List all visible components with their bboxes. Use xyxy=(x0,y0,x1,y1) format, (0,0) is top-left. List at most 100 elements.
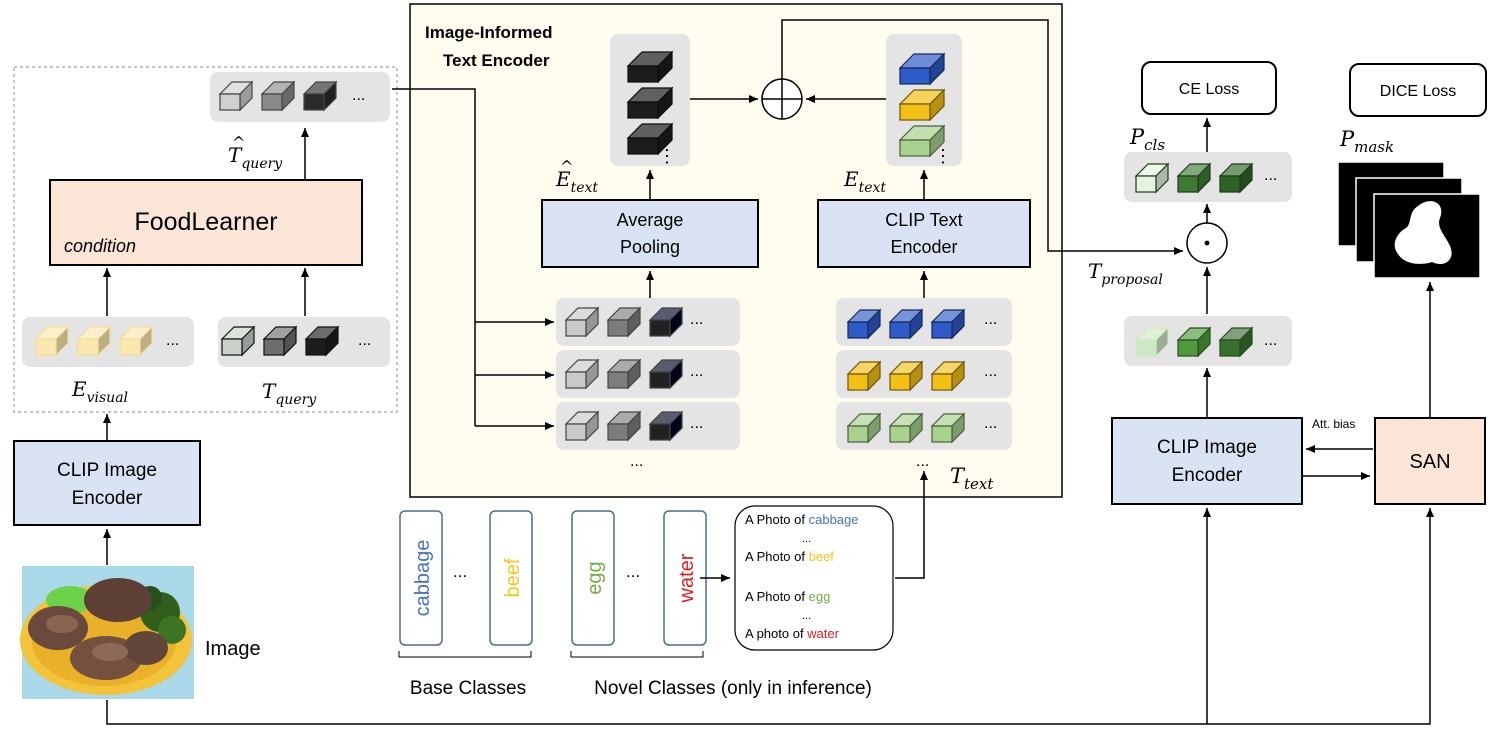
t-query-hat-token-light xyxy=(218,80,254,112)
class-cabbage-label: cabbage xyxy=(412,540,434,617)
e-visual-token-0 xyxy=(34,325,70,357)
text-token-ellipsis-0: ... xyxy=(984,311,997,328)
prompt-beef: A Photo of beef xyxy=(745,549,834,564)
prompt-egg: A Photo of egg xyxy=(745,589,830,604)
e-text-hat-token-1 xyxy=(626,86,674,120)
symbol-e-text-hat-hat: ^ xyxy=(560,157,573,176)
clip-text-encoder-line1: CLIP Text xyxy=(885,210,962,230)
t-query-hat-ellipsis: ... xyxy=(352,87,365,104)
text-token-ellipsis-1: ... xyxy=(984,363,997,380)
prompt-dots-1: ... xyxy=(802,533,811,545)
dice-loss-box xyxy=(1349,63,1487,117)
token-row-t-query-hat xyxy=(210,72,390,122)
e-visual-ellipsis: ... xyxy=(166,332,179,349)
att-bias-label: Att. bias xyxy=(1312,417,1355,431)
symbol-t-text: Ttext xyxy=(950,464,994,493)
pool-input-more: ... xyxy=(630,453,643,470)
pool-input-1-light xyxy=(564,358,600,390)
token-row-t-query xyxy=(218,317,390,367)
foodlearner-box xyxy=(49,179,363,266)
ce-loss-label: CE Loss xyxy=(1179,81,1239,98)
pool-input-ellipsis-1: ... xyxy=(690,363,703,380)
base-classes-bracket xyxy=(398,651,532,658)
text-token-1-1 xyxy=(888,360,924,392)
p-cls-token-dark xyxy=(1218,162,1254,194)
t-query-ellipsis: ... xyxy=(358,332,371,349)
t-query-hat-token-mid xyxy=(260,80,296,112)
e-text-vdots: ⋮ xyxy=(934,146,952,166)
prompt-water: A photo of water xyxy=(745,626,840,641)
clip-image-encoder-left-line2: Encoder xyxy=(72,488,143,509)
symbol-p-mask: Pmask xyxy=(1339,127,1394,156)
clip-image-encoder-right xyxy=(1111,417,1303,505)
symbol-t-proposal: Tproposal xyxy=(1088,259,1163,288)
clip-image-encoder-right-line1: CLIP Image xyxy=(1157,437,1257,458)
text-token-2-0 xyxy=(846,412,882,444)
text-token-ellipsis-2: ... xyxy=(984,415,997,432)
mask-shape xyxy=(1394,201,1452,265)
average-pooling-line1: Average xyxy=(617,210,684,230)
food-image xyxy=(20,566,194,699)
foodlearner-title: FoodLearner xyxy=(134,208,277,236)
pool-input-ellipsis-2: ... xyxy=(690,415,703,432)
class-cards: cabbage beef egg water...... xyxy=(399,510,707,646)
san-label: SAN xyxy=(1409,451,1450,473)
average-pooling-line2: Pooling xyxy=(620,237,680,257)
symbol-e-text-hat: Etext xyxy=(555,167,598,196)
class-water-label: water xyxy=(676,553,698,603)
proposal-token-dark xyxy=(1218,326,1254,358)
symbol-e-text: Etext xyxy=(843,167,886,196)
connectors xyxy=(103,19,1434,725)
e-text-hat-token-0 xyxy=(626,50,674,84)
novel-classes-bracket xyxy=(570,651,704,658)
pool-input-0-dark xyxy=(648,306,684,338)
e-text-hat-vdots: ⋮ xyxy=(658,146,676,166)
class-cabbage-card xyxy=(399,510,443,646)
proposal-token-mid xyxy=(1176,326,1212,358)
symbol-p-cls: Pcls xyxy=(1129,125,1165,154)
t-query-token-light xyxy=(220,325,256,357)
mask-stack xyxy=(1337,161,1481,279)
text-token-more: ... xyxy=(916,453,929,470)
clip-image-encoder-left-line1: CLIP Image xyxy=(57,460,157,481)
clip-text-encoder-line2: Encoder xyxy=(890,237,957,257)
class-egg-label: egg xyxy=(584,561,606,594)
proposal-ellipsis: ... xyxy=(1264,332,1277,349)
pool-input-2-dark xyxy=(648,410,684,442)
p-cls-ellipsis: ... xyxy=(1264,167,1277,184)
symbol-t-query-hat-hat: ^ xyxy=(232,133,245,152)
p-cls-token-light xyxy=(1134,162,1170,194)
proposal-token-light xyxy=(1134,326,1170,358)
foodlearner-region xyxy=(13,66,398,413)
e-text-hat-token-2 xyxy=(626,122,674,156)
image-label: Image xyxy=(205,638,261,660)
text-token-0-1 xyxy=(888,308,924,340)
symbol-t-query-hat: Tquery xyxy=(228,143,283,172)
pool-input-0-mid xyxy=(606,306,642,338)
t-query-token-dark xyxy=(304,325,340,357)
average-pooling-box xyxy=(541,199,759,268)
ce-loss-box xyxy=(1141,61,1277,115)
pool-input-2-mid xyxy=(606,410,642,442)
san-box xyxy=(1374,417,1486,505)
encoder-panel-title-line1: Image-Informed xyxy=(425,23,553,42)
novel-classes-ellipsis: ... xyxy=(626,562,640,581)
pool-input-2-light xyxy=(564,410,600,442)
text-token-0-2 xyxy=(930,308,966,340)
text-token-1-0 xyxy=(846,360,882,392)
t-query-hat-token-dark xyxy=(302,80,338,112)
novel-classes-label: Novel Classes (only in inference) xyxy=(594,678,872,699)
class-beef-card xyxy=(489,510,533,646)
prompt-dots-2: ... xyxy=(802,610,811,622)
base-classes-ellipsis: ... xyxy=(453,562,467,581)
e-text-token-0 xyxy=(898,52,946,86)
class-egg-card xyxy=(571,510,615,646)
class-beef-label: beef xyxy=(502,558,524,597)
pool-input-ellipsis-0: ... xyxy=(690,311,703,328)
encoder-panel-title-line2: Text Encoder xyxy=(443,51,550,70)
pool-input-1-dark xyxy=(648,358,684,390)
symbol-t-query: Tquery xyxy=(262,379,317,408)
